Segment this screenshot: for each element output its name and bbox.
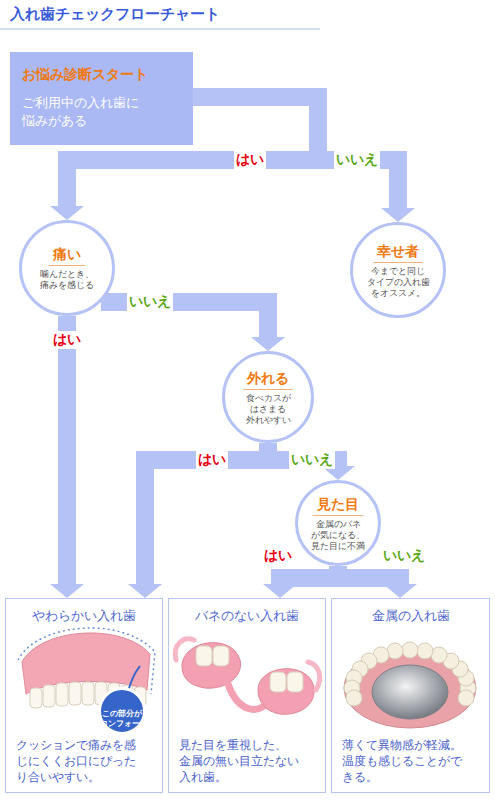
node-body: 金属のバネ が気になる、 見た目に不満 bbox=[302, 519, 374, 552]
arrow-head bbox=[263, 584, 297, 598]
edge-label: いいえ bbox=[289, 451, 335, 469]
node-body: 見た目を重視した、 金属の無い目立たない 入れ歯。 bbox=[179, 737, 319, 785]
edge-label: はい bbox=[196, 451, 228, 469]
result-circle: 幸せ者今までと同じ タイプの入れ歯 をオススメ。 bbox=[350, 222, 446, 318]
arrow-head bbox=[381, 208, 415, 222]
node-heading: 金属の入れ歯 bbox=[332, 607, 489, 625]
node-body: クッションで痛みを感 じにくくお口にぴった り合いやすい。 bbox=[16, 737, 156, 785]
node-heading: 幸せ者 bbox=[373, 242, 423, 263]
flow-connector bbox=[193, 97, 415, 222]
edge-label: いいえ bbox=[127, 293, 173, 311]
circle-shape bbox=[297, 482, 380, 565]
start-box: お悩み診断スタートご利用中の入れ歯に 悩みがある bbox=[10, 52, 193, 145]
node-heading: 見た目 bbox=[313, 495, 363, 516]
circle-shape bbox=[21, 222, 114, 315]
chart-title: 入れ歯チェックフローチャート bbox=[10, 5, 220, 24]
connector-band bbox=[145, 443, 268, 584]
connector-band bbox=[101, 302, 268, 337]
circle-shape bbox=[352, 224, 445, 317]
arrow-head bbox=[383, 584, 417, 598]
circle-outline bbox=[19, 220, 115, 316]
flow-connector bbox=[268, 443, 355, 480]
result-box: バネのない入れ歯見た目を重視した、 金属の無い目立たない 入れ歯。 bbox=[168, 598, 326, 793]
node-heading: 痛い bbox=[49, 245, 85, 266]
node-heading: 外れる bbox=[243, 369, 293, 390]
node-heading: バネのない入れ歯 bbox=[169, 607, 325, 625]
edge-label: はい bbox=[51, 331, 83, 349]
arrow-head bbox=[128, 584, 162, 598]
node-body: 噛んだとき、 痛みを感じる bbox=[31, 269, 103, 291]
circle-shape bbox=[100, 689, 145, 734]
connector-band bbox=[193, 97, 398, 208]
flow-connector bbox=[128, 443, 268, 598]
question-circle: 外れる食べカスが はさまる 外れやすい bbox=[222, 351, 314, 443]
flow-connector bbox=[50, 316, 84, 598]
question-circle: 痛い噛んだとき、 痛みを感じる bbox=[19, 220, 115, 316]
arrow-head bbox=[50, 206, 84, 220]
node-heading: この部分が コンフォート bbox=[100, 709, 144, 729]
arrow-head bbox=[50, 584, 84, 598]
edge-label: いいえ bbox=[334, 151, 380, 169]
edge-label: はい bbox=[262, 547, 294, 565]
node-heading: やわらかい入れ歯 bbox=[6, 607, 162, 625]
node-body: 薄くて異物感が軽減。 温度も感じることがで きる。 bbox=[342, 737, 483, 785]
callout-badge: この部分が コンフォート bbox=[98, 687, 146, 735]
result-box: 金属の入れ歯薄くて異物感が軽減。 温度も感じることがで きる。 bbox=[331, 598, 490, 793]
node-body: 食べカスが はさまる 外れやすい bbox=[232, 393, 304, 426]
circle-shape bbox=[224, 353, 313, 442]
node-heading: お悩み診断スタート bbox=[22, 66, 181, 84]
flow-connector bbox=[263, 566, 338, 598]
question-circle: 見た目金属のバネ が気になる、 見た目に不満 bbox=[295, 480, 381, 566]
connector-band bbox=[58, 316, 76, 584]
arrow-head bbox=[251, 337, 285, 351]
result-box: やわらかい入れ歯クッションで痛みを感 じにくくお口にぴった り合いやすい。 この部… bbox=[5, 598, 163, 793]
edge-label: いいえ bbox=[381, 547, 427, 565]
node-body: 今までと同じ タイプの入れ歯 をオススメ。 bbox=[362, 266, 434, 299]
flow-connector bbox=[338, 566, 417, 598]
connector-band bbox=[338, 566, 400, 584]
node-body: ご利用中の入れ歯に 悩みがある bbox=[22, 94, 181, 130]
edge-label: はい bbox=[234, 151, 266, 169]
title-rule bbox=[0, 28, 320, 30]
